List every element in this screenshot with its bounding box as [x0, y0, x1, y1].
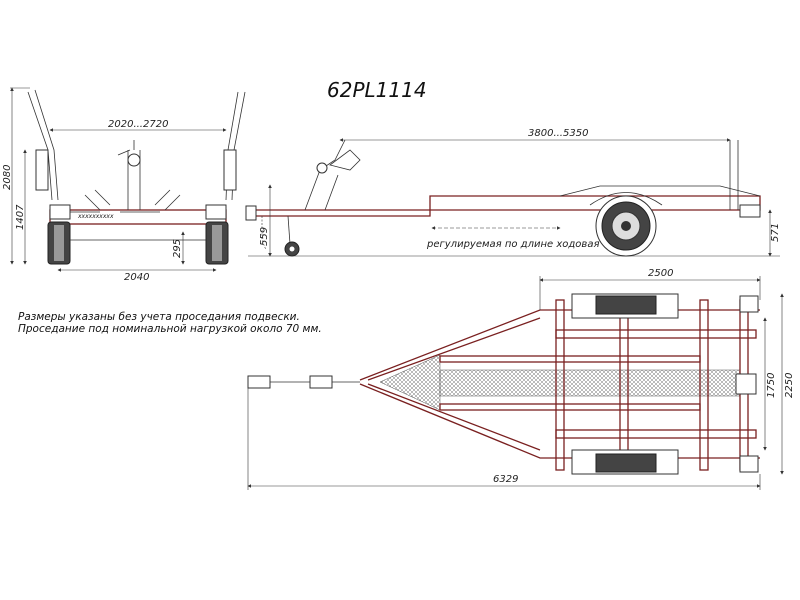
dim-top-width: 2500 — [648, 268, 673, 279]
plan-jockey-mount — [309, 375, 333, 389]
plan-wheel-bottom — [595, 453, 657, 473]
left-light — [49, 204, 71, 220]
right-light — [205, 204, 227, 220]
safety-chain — [261, 216, 267, 251]
keel-rollers — [84, 189, 181, 211]
plan-coupler — [247, 375, 271, 389]
rear-view: xxxxxxxxxx 2020...2720 2040 2080 1407 29… — [2, 87, 246, 283]
note-line-1: Размеры указаны без учета проседания под… — [18, 311, 300, 323]
drawing-title: 62PL1114 — [327, 78, 427, 102]
rear-roller — [735, 373, 757, 395]
dim-inner-width: 1750 — [766, 373, 777, 398]
svg-text:xxxxxxxxxx: xxxxxxxxxx — [77, 213, 114, 220]
plan-wheel-top — [595, 295, 657, 315]
dim-rear-frame-height: 1407 — [15, 204, 26, 230]
side-drawbar — [247, 209, 431, 217]
cross-member-3 — [699, 299, 709, 471]
bunk-lower — [439, 403, 701, 411]
dim-track: 2040 — [124, 272, 149, 283]
winch-stand — [304, 139, 346, 211]
mesh-nose — [379, 354, 441, 411]
side-view: 3800...5350 559 571 регулируемая по длин… — [245, 128, 781, 257]
mesh-walkway — [439, 369, 741, 397]
bunk-upper — [439, 355, 701, 363]
cross-member-1 — [555, 299, 565, 471]
rear-guide-post — [729, 140, 739, 210]
dim-outer-width: 2250 — [784, 373, 795, 398]
dim-overall-length: 6329 — [493, 474, 518, 485]
dim-length-adjust: 3800...5350 — [528, 128, 588, 139]
side-main-frame — [429, 195, 761, 211]
dim-rear-width: 2020...2720 — [108, 119, 168, 130]
dim-axle-height: 295 — [172, 239, 183, 258]
adjust-note: регулируемая по длине ходовая — [426, 239, 599, 250]
plan-view: 2500 6329 1750 2250 — [247, 268, 795, 490]
dim-rear-stand: 571 — [770, 223, 781, 242]
left-guide-pad — [35, 149, 49, 191]
right-guide-pad — [223, 149, 237, 191]
note-line-2: Проседание под номинальной нагрузкой око… — [18, 323, 322, 335]
dim-hitch-height: 559 — [259, 227, 270, 246]
dim-rear-height: 2080 — [2, 165, 13, 190]
hitch-coupler — [245, 205, 257, 221]
winch-drum — [127, 153, 141, 167]
